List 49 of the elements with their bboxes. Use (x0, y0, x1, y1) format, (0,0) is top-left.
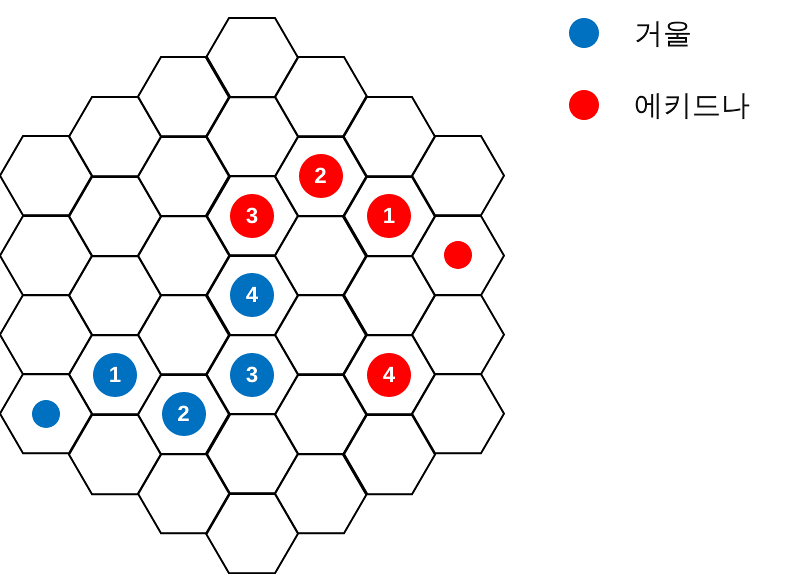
hexagon-cell (206, 335, 298, 414)
hexagon-cell (0, 374, 92, 454)
numbered-token: 3 (230, 194, 274, 238)
hexagon-cell (274, 136, 366, 216)
hexagon-cell (138, 374, 230, 454)
hexagon-cell (412, 374, 504, 454)
token-dot (32, 400, 60, 428)
hexagon-cell (69, 414, 161, 494)
hexagon-cell (412, 216, 504, 295)
legend-label: 에키드나 (634, 87, 750, 124)
hexagon-cell (274, 216, 366, 296)
hexagon-cell (138, 295, 230, 375)
token-dot (444, 241, 472, 270)
hexagon-cell (206, 256, 298, 336)
hexagon-cell (206, 97, 298, 176)
hexagon-cell (343, 335, 435, 415)
hexagon-cell (138, 136, 230, 216)
hexagon-cell (0, 216, 92, 295)
numbered-token: 4 (230, 273, 274, 318)
hexagon-cell (274, 454, 366, 534)
numbered-token: 2 (162, 392, 206, 436)
numbered-token: 3 (230, 352, 274, 397)
hexagon-cell (69, 256, 161, 336)
hexagon-cell (138, 216, 230, 296)
hexagon-cell (0, 294, 92, 374)
hexagon-cell (343, 176, 435, 256)
hexagon-cell (206, 18, 298, 98)
numbered-token: 4 (367, 352, 411, 397)
hexagon-cell (343, 414, 435, 494)
hexagon-cell (206, 414, 298, 494)
hexagon-cell (206, 494, 298, 573)
hexagon-cell (206, 176, 298, 256)
hexagon-cell (138, 454, 230, 534)
hexagon-cell (343, 97, 435, 177)
hexagon-cell (138, 57, 230, 137)
hexagon-cell (274, 374, 366, 454)
numbered-token: 1 (367, 194, 411, 238)
hexagon-cell (0, 136, 92, 216)
hexagon-cell (274, 295, 366, 375)
hexagon-cell (343, 256, 435, 336)
numbered-token: 2 (298, 154, 342, 198)
numbered-token: 1 (93, 352, 137, 397)
hexagon-cell (274, 57, 366, 137)
hexagon-cell (412, 294, 504, 374)
hexagon-cell (69, 335, 161, 415)
hexagon-cell (412, 136, 504, 216)
hexagon-cell (69, 97, 161, 177)
hexagon-cell (69, 176, 161, 256)
legend-label: 거울 (634, 15, 692, 52)
